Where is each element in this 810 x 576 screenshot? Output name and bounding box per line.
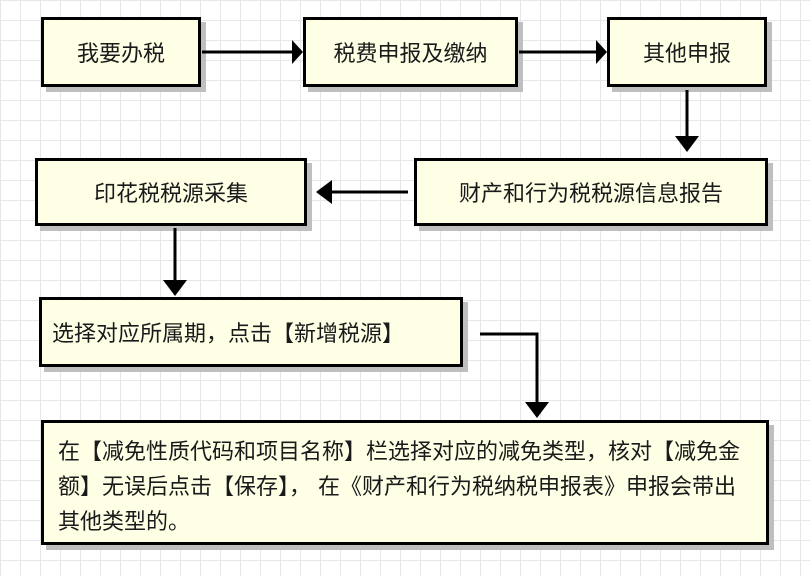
arrow-6-7 [480, 332, 539, 402]
step-qita-shenbao: 其他申报 [607, 17, 767, 87]
step-caichan-xingweishui-report: 财产和行为税税源信息报告 [414, 158, 768, 226]
step-label: 选择对应所属期，点击【新增税源】 [52, 322, 405, 347]
step-label: 在【减免性质代码和项目名称】栏选择对应的减免类型，核对【减免金额】无误后点击【保… [58, 440, 741, 535]
step-shuifei-shenbao: 税费申报及缴纳 [303, 17, 518, 87]
step-select-period: 选择对应所属期，点击【新增税源】 [39, 297, 463, 367]
step-yinhuashui-caiji: 印花税税源采集 [35, 158, 307, 226]
step-label: 财产和行为税税源信息报告 [458, 182, 723, 207]
step-jianmian-save: 在【减免性质代码和项目名称】栏选择对应的减免类型，核对【减免金额】无误后点击【保… [41, 420, 769, 545]
step-woyaobanshui: 我要办税 [41, 17, 201, 87]
step-label: 印花税税源采集 [93, 182, 248, 207]
step-label: 税费申报及缴纳 [333, 42, 488, 67]
step-label: 其他申报 [642, 42, 731, 67]
step-label: 我要办税 [76, 42, 165, 67]
